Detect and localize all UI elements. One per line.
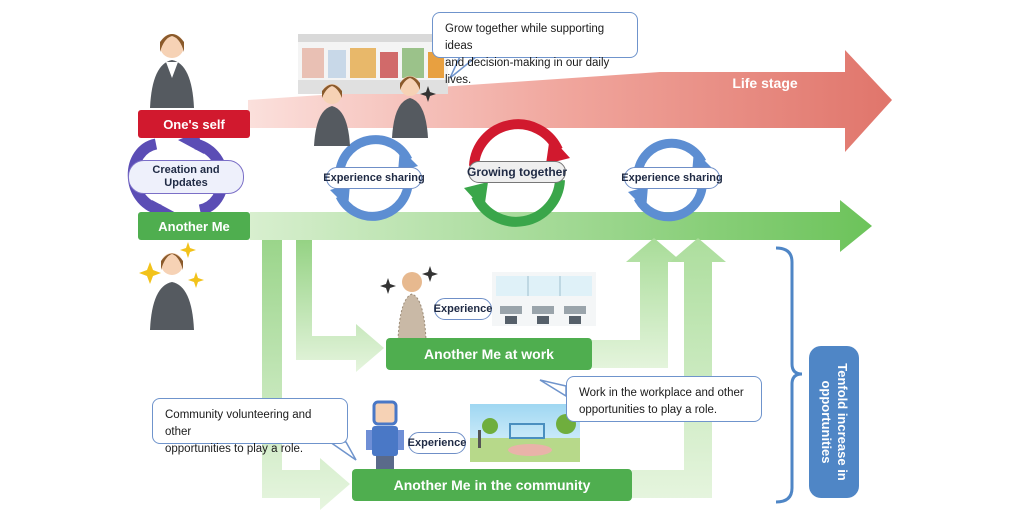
callout-work-tail (539, 379, 567, 398)
life-stage-label: Life stage (732, 75, 798, 91)
park-image (470, 404, 580, 462)
creation-updates-label: Creation and Updates (128, 160, 244, 194)
callout-top-line2: and decision-making in our daily lives. (445, 57, 610, 86)
creation-updates-line1: Creation and (152, 164, 220, 176)
callout-work-line1: Work in the workplace and other (579, 387, 744, 399)
branch-arrow-community (262, 240, 350, 510)
callout-work: Work in the workplace and other opportun… (566, 376, 762, 422)
avatar-work-figure (397, 272, 427, 341)
person-store-1-figure (314, 84, 350, 146)
creation-updates-line2: Updates (164, 177, 208, 189)
callout-community-line1: Community volunteering and other (165, 409, 312, 438)
another-me-at-work-label: Another Me at work (386, 338, 592, 370)
person-another-me-figure (150, 253, 194, 330)
callout-work-line2: opportunities to play a role. (579, 404, 718, 416)
tenfold-opportunities-label: Tenfold increase in opportunities (809, 346, 859, 498)
experience-sharing-label-2: Experience sharing (621, 167, 723, 189)
tenfold-line2: opportunities (819, 380, 834, 464)
ones-self-label: One's self (138, 110, 250, 138)
office-image (492, 272, 596, 326)
experience-sharing-cycle-1 (330, 135, 418, 221)
tenfold-text: Tenfold increase in opportunities (818, 347, 850, 497)
experience-community-label: Experience (408, 432, 466, 454)
up-arrow-work (592, 238, 682, 368)
bracket (775, 246, 803, 504)
tenfold-line1: Tenfold increase in (835, 363, 850, 481)
another-me-arrow (250, 200, 872, 252)
callout-top: Grow together while supporting ideas and… (432, 12, 638, 86)
another-me-label: Another Me (138, 212, 250, 240)
up-arrow-community (632, 238, 726, 498)
person-store-2-figure (392, 76, 428, 138)
callout-top-line1: Grow together while supporting ideas (445, 23, 605, 52)
growing-together-cycle (464, 119, 570, 227)
branch-arrow-work (296, 240, 384, 372)
experience-sharing-label-1: Experience sharing (323, 167, 425, 189)
callout-community: Community volunteering and other opportu… (152, 398, 348, 455)
another-me-community-label: Another Me in the community (352, 469, 632, 501)
experience-work-label: Experience (434, 298, 492, 320)
person-top-left-figure (150, 34, 194, 108)
callout-community-line2: opportunities to play a role. (165, 443, 304, 455)
sparkle-icon (139, 86, 438, 294)
store-image (298, 34, 448, 94)
growing-together-label: Growing together (467, 161, 567, 183)
